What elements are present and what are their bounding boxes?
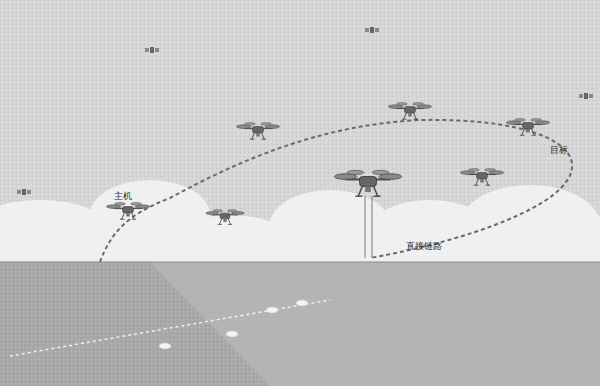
callout-label: 主机	[112, 192, 134, 202]
horizon	[0, 262, 600, 263]
ground	[0, 262, 600, 386]
flight-path	[100, 120, 572, 262]
satellites	[17, 27, 593, 195]
clouds	[0, 180, 600, 265]
callout-label: 目标	[548, 146, 570, 156]
drones	[106, 103, 549, 225]
sea-track	[10, 300, 330, 356]
callout-label: 直接链路	[404, 242, 444, 252]
vessels	[159, 300, 308, 349]
beam	[365, 196, 366, 258]
ground-wedge	[150, 262, 600, 386]
beam	[372, 196, 373, 258]
